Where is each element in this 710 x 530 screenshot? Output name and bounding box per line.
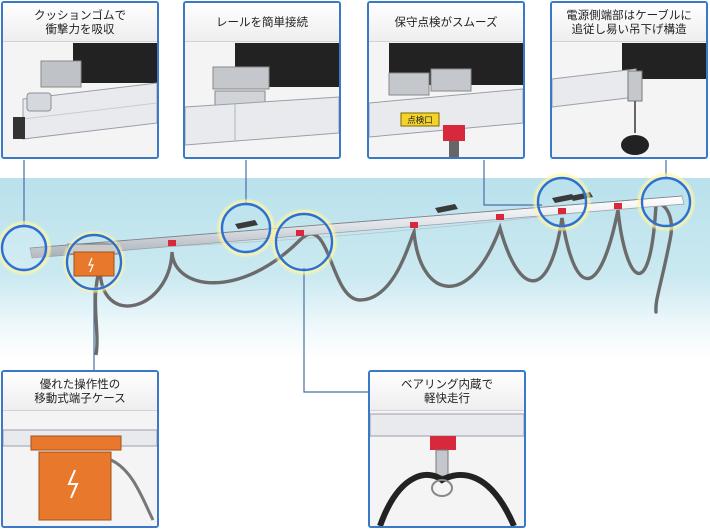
callout-panel-cushion: クッションゴムで 衝撃力を吸収 [1,1,159,159]
bearing-trolley-photo [370,410,524,526]
panel-title: ベアリング内蔵で 軽快走行 [370,372,524,411]
panel-title: 保守点検がスムーズ [369,3,523,42]
callout-panel-bearing: ベアリング内蔵で 軽快走行 [368,370,526,528]
maintenance-opening-photo: 点検口 [369,41,523,157]
power-end-hanger-photo [552,41,706,157]
callout-panel-rail-joint: レールを簡単接続 [183,1,341,159]
panel-title: レールを簡単接続 [185,3,339,42]
maintenance-label-text: 点検口 [407,115,433,126]
callout-panel-maintenance: 保守点検がスムーズ 点検口 [367,1,525,159]
maintenance-label-plate [400,112,440,127]
festoon-cable [98,202,674,314]
rail-joint-photo [185,41,339,157]
panel-title: クッションゴムで 衝撃力を吸収 [3,3,157,42]
highlight-circles [0,172,696,294]
panel-title: 優れた操作性の 移動式端子ケース [3,372,157,411]
callout-panel-terminal-case: 優れた操作性の 移動式端子ケース [1,370,159,528]
panel-title: 電源側端部はケーブルに 追従し易い吊下げ構造 [552,3,706,42]
callout-panel-power-end: 電源側端部はケーブルに 追従し易い吊下げ構造 [550,1,708,159]
leader-lines [23,160,667,393]
cushion-rubber-photo [3,41,157,157]
terminal-case-photo [3,410,157,526]
